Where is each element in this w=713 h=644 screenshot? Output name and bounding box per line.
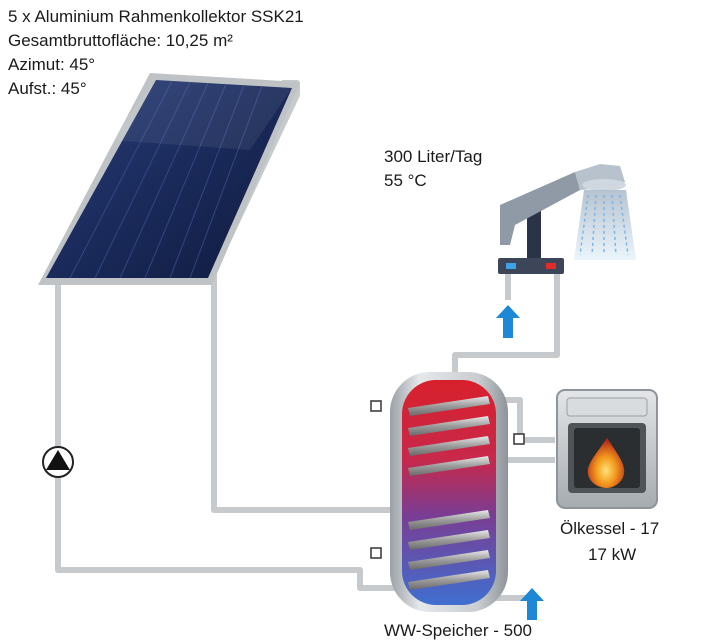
storage-label: WW-Speicher - 500 — [384, 621, 533, 640]
oil-boiler — [556, 389, 658, 509]
tank-sensor-boiler — [513, 433, 525, 445]
shower — [498, 164, 636, 274]
tank-sensor-upper — [370, 400, 382, 412]
collector-tilt: Aufst.: 45° — [8, 79, 87, 98]
collector-gross-area: Gesamtbruttofläche: 10,25 m² — [8, 31, 233, 50]
circulation-pump — [42, 446, 74, 478]
mixer-valve — [498, 258, 564, 274]
consumption-temperature: 55 °C — [384, 171, 427, 190]
boiler-label: Ölkessel - 17 — [560, 519, 660, 538]
tank-sensor-lower — [370, 547, 382, 559]
collector-return-pipe — [55, 282, 410, 591]
flame-icon — [587, 438, 625, 488]
consumption-volume: 300 Liter/Tag — [384, 147, 483, 166]
cold-water-inlet-arrow — [520, 588, 544, 620]
solar-collector — [38, 73, 300, 285]
solar-heat-exchanger-coil — [408, 510, 490, 590]
boiler-heat-exchanger-coil — [408, 396, 490, 476]
shower-spray — [574, 190, 636, 260]
boiler-power: 17 kW — [588, 545, 637, 564]
hot-water-pipe — [452, 272, 560, 378]
hot-water-storage-tank — [370, 372, 525, 612]
collector-description: 5 x Aluminium Rahmenkollektor SSK21 — [8, 7, 304, 26]
collector-azimuth: Azimut: 45° — [8, 55, 96, 74]
hot-water-flow-arrow — [496, 305, 520, 338]
